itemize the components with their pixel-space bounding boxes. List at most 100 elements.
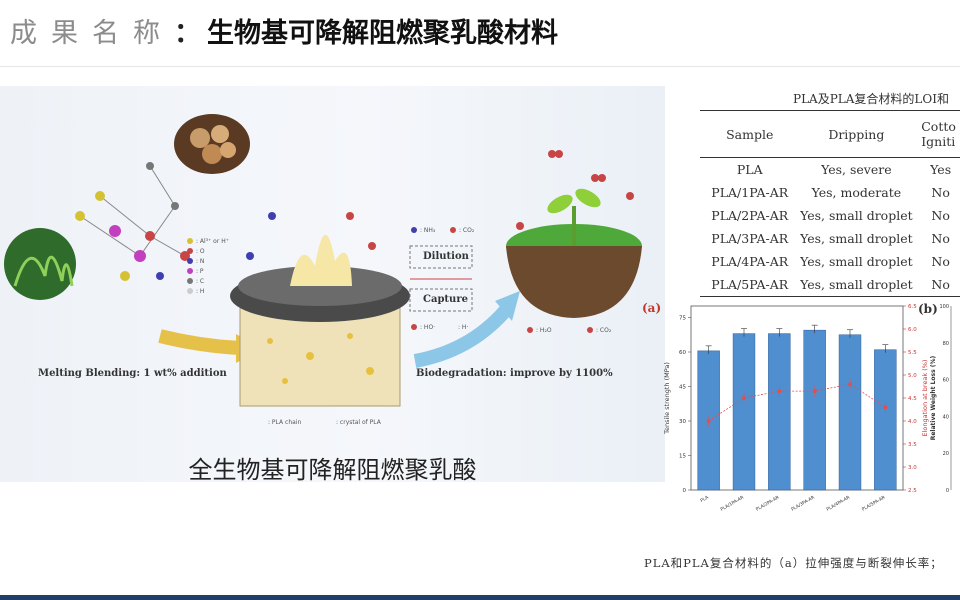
next-tick-label: 0 xyxy=(946,488,949,494)
y2-tick-label: 3.0 xyxy=(908,465,917,471)
title-value: 生物基可降解阻燃聚乳酸材料 xyxy=(207,17,558,49)
y2-tick-label: 5.5 xyxy=(908,350,917,356)
bar-1 xyxy=(732,333,756,491)
cell-dripping: Yes, moderate xyxy=(811,185,902,200)
y-tick-label: 75 xyxy=(679,316,686,322)
next-tick-label: 60 xyxy=(943,378,949,384)
cell-dripping: Yes, small droplet xyxy=(800,254,913,269)
molecule-icon xyxy=(75,162,190,281)
cell-dripping: Yes, small droplet xyxy=(800,208,913,223)
plot-frame xyxy=(690,305,904,491)
table-row: PLA/2PA-AR Yes, small droplet No xyxy=(700,204,960,227)
y2-axis-label: Elongation at break (%) xyxy=(921,360,929,437)
title-colon: ： xyxy=(174,17,201,49)
cell-dripping: Yes, severe xyxy=(821,162,892,177)
panel-tag-b: (b) xyxy=(918,302,938,316)
legend-co2b: : CO₂ xyxy=(596,327,612,334)
cell-sample: PLA/1PA-AR xyxy=(711,185,789,200)
illustration-caption: 全生物基可降解阻燃聚乳酸 xyxy=(188,456,477,482)
title-label: 成果名称 xyxy=(10,17,174,49)
table-row: PLA/4PA-AR Yes, small droplet No xyxy=(700,250,960,273)
next-axis-label: Relative Weight Loss (%) xyxy=(930,355,937,440)
table-row: PLA/3PA-AR Yes, small droplet No xyxy=(700,227,960,250)
header-sample: Sample xyxy=(700,110,800,158)
y-tick-label: 30 xyxy=(679,419,686,425)
next-tick-label: 80 xyxy=(943,341,949,347)
next-tick-label: 20 xyxy=(943,451,949,457)
bottom-caption: PLA和PLA复合材料的（a）拉伸强度与断裂伸长率； xyxy=(644,556,943,570)
cell-sample: PLA/2PA-AR xyxy=(711,208,789,223)
cell-sample: PLA xyxy=(736,162,763,177)
legend-crystal: : crystal of PLA xyxy=(336,419,381,426)
x-tick-label-5: PLA/5PA-AR xyxy=(861,495,886,513)
atom-legend-1: : O xyxy=(196,248,205,255)
cell-sample: PLA/3PA-AR xyxy=(711,231,789,246)
arrow-melting xyxy=(158,329,241,355)
elongation-line xyxy=(708,383,886,422)
y2-tick-label: 4.0 xyxy=(908,419,917,425)
cell-dripping: Yes, small droplet xyxy=(799,273,914,297)
biodeg-label: Biodegradation: improve by 1100% xyxy=(416,368,613,379)
bar-5 xyxy=(874,349,897,491)
atom-legend-2: : N xyxy=(196,258,205,265)
panel-tag-a: (a) xyxy=(642,301,662,315)
cell-cotton: No xyxy=(931,185,950,200)
atom-legend-4: : C xyxy=(196,278,205,285)
table-row: PLA/1PA-AR Yes, moderate No xyxy=(700,181,960,204)
y2-tick-label: 6.0 xyxy=(908,327,917,333)
loi-table: Sample Dripping Cotto Igniti PLA Yes, sev… xyxy=(700,110,960,297)
bar-2 xyxy=(768,333,791,491)
y-tick-label: 45 xyxy=(679,385,686,391)
header-divider xyxy=(0,66,960,67)
dilution-label: Dilution xyxy=(423,251,469,262)
y2-tick-label: 3.5 xyxy=(908,442,917,448)
flame-icon xyxy=(290,234,352,286)
cell-cotton: No xyxy=(931,231,950,246)
cell-cotton: Yes xyxy=(930,162,952,177)
pla-block xyxy=(239,305,401,407)
illustration-panel: Melting Blending: 1 wt% addition Biodegr… xyxy=(0,86,665,482)
legend-ho: : HO· xyxy=(420,324,436,331)
legend-co2: : CO₂ xyxy=(459,227,475,234)
capture-label: Capture xyxy=(423,294,468,305)
table-title: PLA及PLA复合材料的LOI和 xyxy=(793,92,949,106)
atom-legend-5: : H xyxy=(196,288,205,295)
x-tick-label-0: PLA xyxy=(699,494,710,504)
y2-tick-label: 6.5 xyxy=(908,304,917,310)
x-tick-label-1: PLA/1PA-AR xyxy=(720,495,745,513)
next-tick-label: 100 xyxy=(939,304,949,310)
x-tick-label-3: PLA/3PA-AR xyxy=(790,495,815,513)
table-row: PLA Yes, severe Yes xyxy=(700,158,960,182)
bar-4 xyxy=(838,334,862,491)
cell-cotton: No xyxy=(931,254,950,269)
x-tick-label-2: PLA/2PA-AR xyxy=(755,495,780,513)
table-header-row: Sample Dripping Cotto Igniti xyxy=(700,110,960,158)
arrow-biodeg xyxy=(413,306,511,368)
chart-svg: 0 15 30 45 60 75 2.5 3.0 3.5 4.0 4.5 5.0 5.5 6.0 6.5Te… xyxy=(663,304,952,513)
atom-legend-0: : Al³⁺ or H⁺ xyxy=(196,238,229,245)
y-tick-label: 60 xyxy=(679,350,686,356)
cell-dripping: Yes, small droplet xyxy=(800,231,913,246)
cell-sample: PLA/4PA-AR xyxy=(711,254,789,269)
legend-h: : H· xyxy=(458,324,469,331)
legend-h2o: : H₂O xyxy=(536,327,552,334)
y2-tick-label: 2.5 xyxy=(908,488,917,494)
bar-3 xyxy=(803,329,826,491)
footer-bar xyxy=(0,595,960,600)
y-tick-label: 15 xyxy=(679,454,686,460)
x-tick-label-4: PLA/4PA-AR xyxy=(826,495,851,513)
y2-tick-label: 5.0 xyxy=(908,373,917,379)
legend-nh3: : NH₃ xyxy=(420,227,436,234)
y2-tick-label: 4.5 xyxy=(908,396,917,402)
next-tick-label: 40 xyxy=(943,414,949,420)
cell-cotton: No xyxy=(913,273,960,297)
y-axis-label: Tensile strength (MPa) xyxy=(663,362,671,435)
y-tick-label: 0 xyxy=(683,488,687,494)
cell-sample: PLA/5PA-AR xyxy=(700,273,800,297)
title-bar: 成果名称 ： 生物基可降解阻燃聚乳酸材料 xyxy=(10,10,558,50)
header-cotton: Cotto Igniti xyxy=(913,110,960,158)
melting-label: Melting Blending: 1 wt% addition xyxy=(38,368,227,379)
cell-cotton: No xyxy=(931,208,950,223)
